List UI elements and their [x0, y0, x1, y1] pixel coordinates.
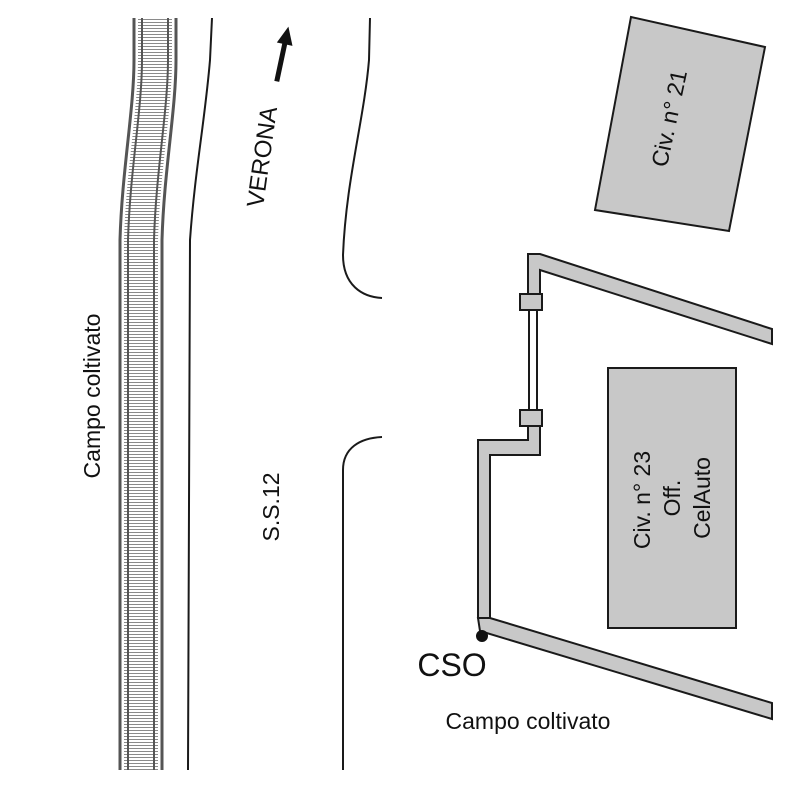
fence-south-wall — [476, 617, 773, 721]
building-23-line2: Off. — [659, 480, 685, 517]
direction-label: VERONA — [242, 105, 283, 209]
building-23: Civ. n° 23 Off. CelAuto — [607, 367, 737, 629]
fence-post-bottom — [519, 409, 543, 427]
canal — [118, 18, 178, 770]
road-name-label: S.S.12 — [258, 472, 284, 541]
cso-label: CSO — [417, 647, 486, 683]
direction-indicator: VERONA — [242, 26, 293, 209]
field-left-label: Campo coltivato — [79, 314, 105, 479]
road-edges — [187, 17, 383, 771]
dot-marker-icon — [476, 630, 488, 642]
fence-north-wall — [527, 253, 773, 346]
fence-west-wall — [477, 425, 541, 619]
building-21: Civ. n° 21 — [593, 15, 767, 233]
arrow-up-icon — [274, 26, 293, 82]
fence-post-top — [519, 293, 543, 311]
field-bottom-label: Campo coltivato — [446, 708, 611, 734]
fence — [476, 253, 773, 721]
cso-point[interactable]: CSO — [417, 630, 488, 683]
road-west-edge — [187, 17, 213, 771]
road-east-edge-south — [342, 436, 383, 770]
building-23-line3: CelAuto — [689, 457, 715, 539]
fence-gate-bar — [528, 307, 538, 413]
building-23-line1: Civ. n° 23 — [629, 451, 655, 549]
road-east-edge-north — [341, 17, 383, 299]
